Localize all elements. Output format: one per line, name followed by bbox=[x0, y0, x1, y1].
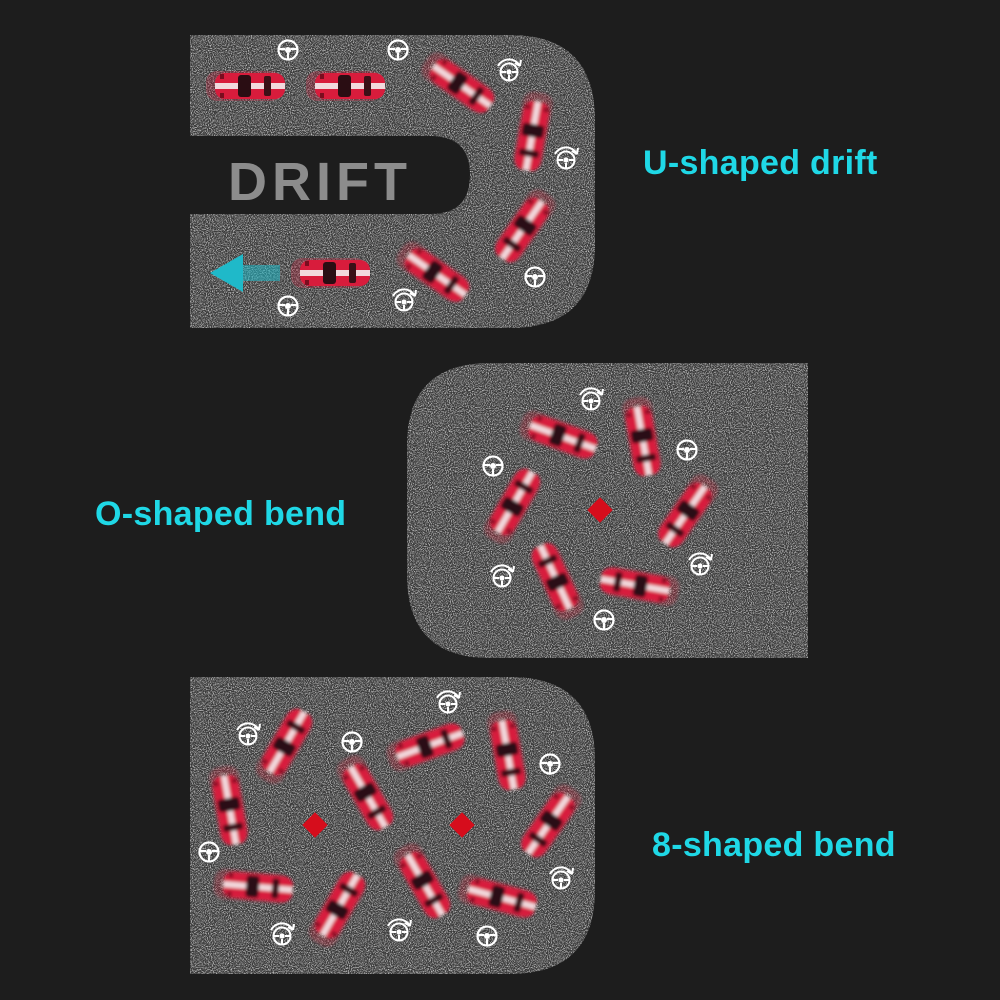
o-bend-track bbox=[407, 363, 808, 658]
car-icon bbox=[291, 258, 370, 288]
center-marker-icon bbox=[302, 812, 328, 838]
direction-arrow-icon bbox=[210, 254, 280, 292]
center-marker-icon bbox=[449, 812, 475, 838]
eight-shaped-bend-label: 8-shaped bend bbox=[652, 826, 896, 864]
u-drift-track: DRIFT bbox=[190, 35, 595, 328]
u-shaped-drift-label: U-shaped drift bbox=[643, 144, 878, 182]
drift-sign: DRIFT bbox=[228, 152, 412, 212]
eight-bend-track bbox=[190, 677, 595, 974]
o-shaped-bend-label: O-shaped bend bbox=[95, 495, 347, 533]
car-icon bbox=[306, 71, 385, 101]
car-icon bbox=[206, 71, 285, 101]
center-marker-icon bbox=[587, 497, 613, 523]
u-track-inner-cutout bbox=[190, 136, 470, 214]
